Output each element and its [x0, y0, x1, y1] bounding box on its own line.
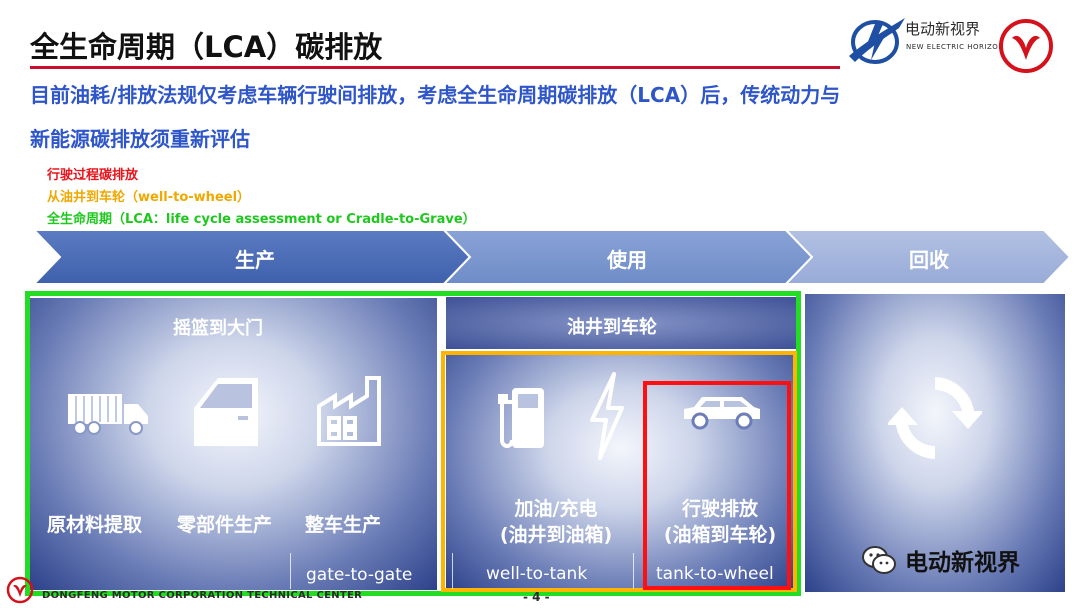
- suv-car-icon: [684, 397, 760, 430]
- dongfeng-logo-icon: [999, 19, 1053, 73]
- truck-icon: [68, 394, 148, 435]
- lca-frame-green: [25, 291, 801, 596]
- phase-label-recycle: 回收: [909, 248, 949, 272]
- panel-use-title: 油井到车轮: [567, 317, 657, 338]
- label-fueling-line2: (油井到油箱): [499, 524, 613, 546]
- label-driving-line1: 行驶排放: [681, 498, 758, 520]
- subtitle-line-1: 目前油耗/排放法规仅考虑车辆行驶间排放，考虑全生命周期碳排放（LCA）后，传统动…: [30, 83, 841, 107]
- title-underline: [30, 66, 840, 69]
- well-to-wheel-frame-orange: [441, 351, 797, 592]
- lightning-bolt-icon: [590, 372, 624, 460]
- panel-recycle: [805, 294, 1065, 592]
- legend-lca: 全生命周期（LCA：life cycle assessment or Cradl…: [47, 212, 476, 227]
- footer-organization: DONGFENG MOTOR CORPORATION TECHNICAL CEN…: [42, 590, 363, 601]
- subtitle-line-2: 新能源碳排放须重新评估: [30, 127, 250, 151]
- tank-to-wheel-frame-red: [643, 381, 791, 590]
- label-raw-material: 原材料提取: [47, 514, 143, 536]
- footer-dongfeng-logo-icon: [6, 576, 34, 604]
- tag-divider: [452, 553, 453, 589]
- tag-tank-to-wheel: tank-to-wheel: [656, 564, 774, 584]
- page-number: - 4 -: [523, 590, 550, 604]
- legend-driving-emission: 行驶过程碳排放: [47, 168, 139, 183]
- logo-tagline: NEW ELECTRIC HORIZON: [906, 43, 1004, 51]
- phase-arrow-recycle: [783, 229, 1072, 285]
- label-vehicle-production: 整车生产: [305, 514, 382, 536]
- phase-label-production: 生产: [235, 248, 275, 272]
- watermark-text: 电动新视界: [905, 550, 1020, 576]
- fuel-pump-icon: [498, 388, 544, 448]
- factory-icon: [317, 376, 381, 446]
- phase-label-use: 使用: [607, 248, 647, 272]
- label-parts-production: 零部件生产: [177, 514, 273, 536]
- label-driving: 行驶排放 (油箱到车轮): [650, 496, 790, 548]
- car-door-icon: [194, 378, 258, 446]
- page-title: 全生命周期（LCA）碳排放: [30, 30, 383, 64]
- label-fueling-line1: 加油/充电: [514, 498, 598, 520]
- phase-arrow-bar: [31, 229, 1072, 285]
- tag-gate-to-gate: gate-to-gate: [306, 565, 413, 585]
- electric-horizon-logo-icon: [849, 18, 905, 64]
- panel-use-body: [446, 353, 796, 590]
- legend-well-to-wheel: 从油井到车轮（well-to-wheel）: [47, 190, 251, 205]
- panel-use-header: [446, 297, 796, 349]
- tag-divider: [633, 553, 634, 589]
- logo-name: 电动新视界: [905, 20, 981, 38]
- label-fueling: 加油/充电 (油井到油箱): [486, 496, 626, 548]
- tag-well-to-tank: well-to-tank: [486, 564, 588, 584]
- tag-divider: [290, 553, 291, 589]
- label-driving-line2: (油箱到车轮): [663, 524, 777, 546]
- panel-production-title: 摇篮到大门: [173, 318, 263, 339]
- wechat-icon: [862, 546, 896, 574]
- recycle-icon: [888, 377, 982, 459]
